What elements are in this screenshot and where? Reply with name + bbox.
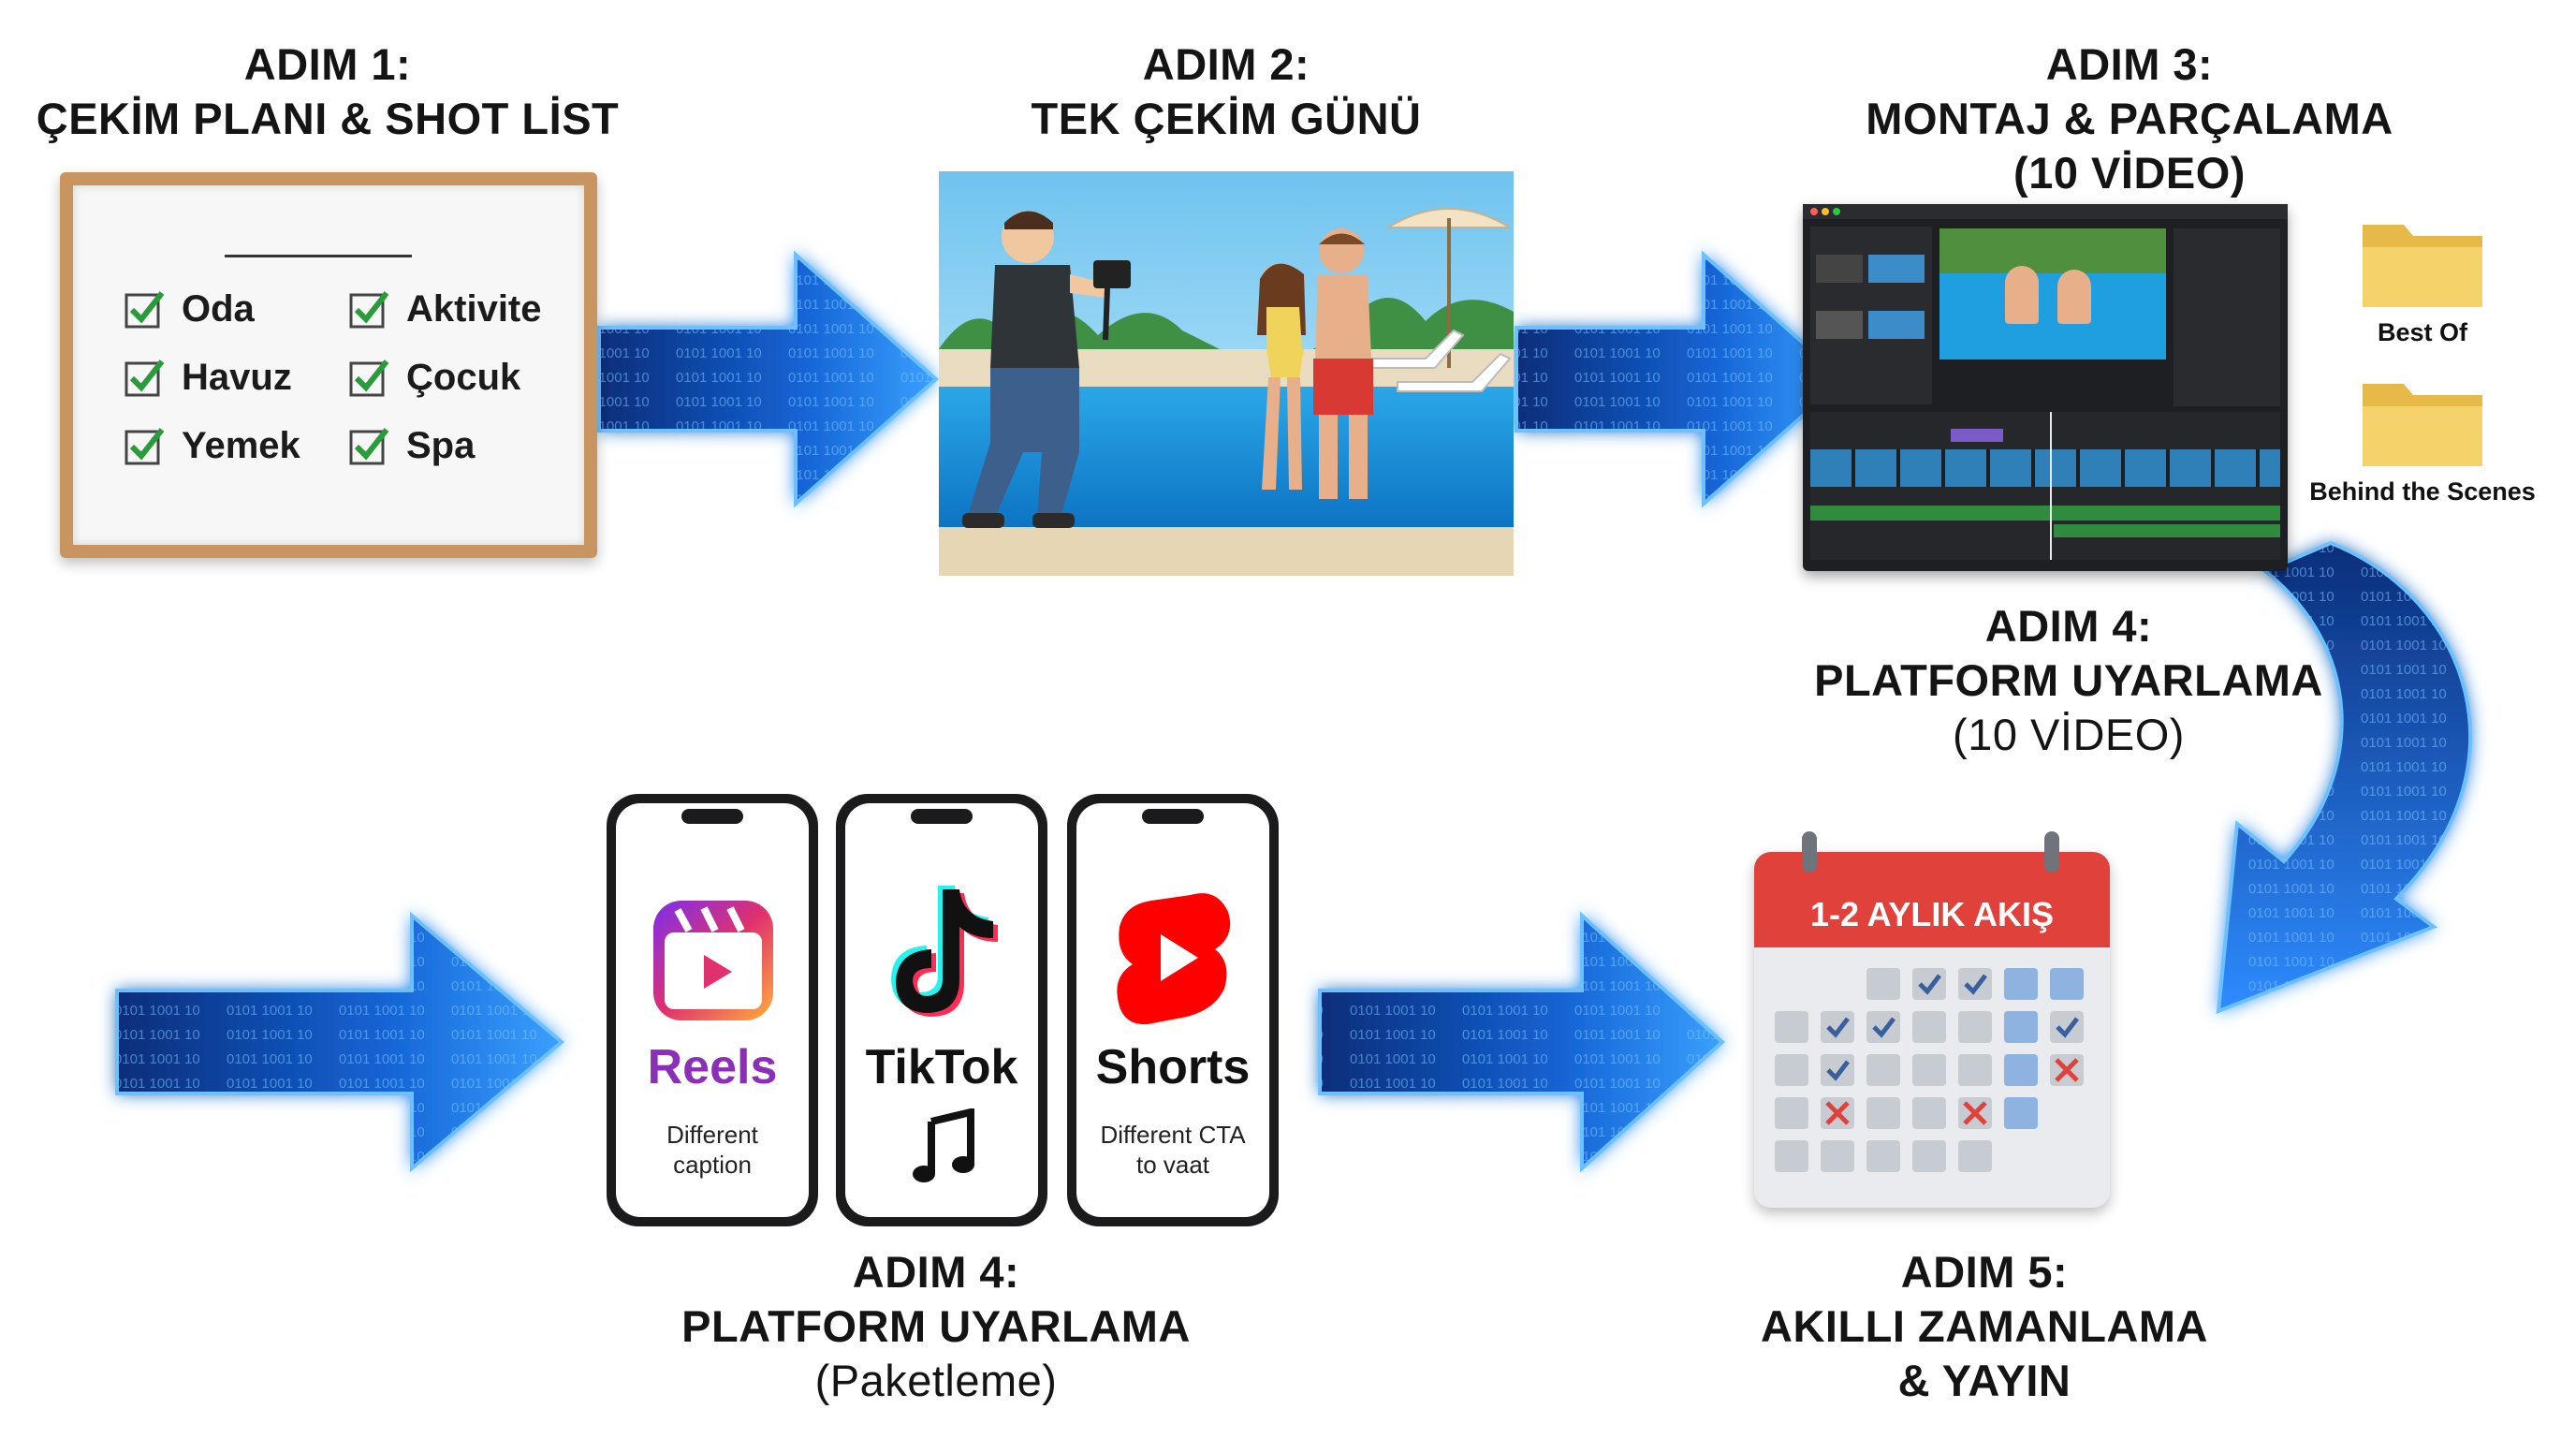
music-note-icon [913,1108,974,1182]
preview-viewer [1939,228,2166,360]
folder-best-of-label: Best Of [2377,318,2468,346]
arrow-step3-to-step5-curved [2216,540,2472,1015]
checklist-item: Spa [348,425,475,467]
timeline-playhead[interactable] [2050,412,2052,560]
reels-label: Reels [647,1040,778,1094]
step4a-heading: PLATFORM UYARLAMA [1814,655,2323,705]
checklist-item: Oda [124,288,255,330]
step5-heading-line2: & YAYIN [1897,1356,2071,1405]
step4b-subheading: (Paketleme) [814,1356,1058,1405]
step5-label: ADIM 5: [1900,1247,2069,1297]
calendar-grid [1775,968,2084,1172]
board-surface: Oda Havuz Yemek Aktivite Çocuk Spa [73,185,584,545]
step5-title: ADIM 5: AKILLI ZAMANLAMA & YAYIN [1666,1245,2303,1408]
minimize-dot-icon [1822,208,1829,215]
tiktok-label: TikTok [865,1040,1018,1094]
calendar-header-label: 1-2 AYLIK AKIŞ [1809,895,2055,933]
arrow-phones-to-calendar [1318,911,1725,1173]
couple-figures [1257,228,1373,499]
checkbox-icon [349,427,389,464]
phone-tiktok: TikTok [836,794,1047,1226]
step2-heading: TEK ÇEKİM GÜNÜ [1031,94,1422,143]
calendar-check-marks [1826,974,2079,1081]
checkbox-icon [124,290,165,328]
step3-heading: MONTAJ & PARÇALAMA [1866,94,2393,143]
reels-caption: Different caption [666,1121,758,1179]
step3-title: ADIM 3: MONTAJ & PARÇALAMA (10 VİDEO) [1778,37,2481,200]
step1-title: ADIM 1: ÇEKİM PLANI & SHOT LİST [28,37,627,146]
checklist-item: Yemek [124,425,300,467]
inspector-panel [2174,228,2280,406]
shorts-label: Shorts [1095,1040,1251,1094]
tiktok-icon [891,886,998,1017]
video-editor-window [1803,204,2288,571]
phone-notch [681,809,743,824]
checkbox-icon [349,359,389,396]
calendar-ring [2044,831,2059,873]
shooting-day-illustration [939,171,1514,576]
folder-icon [2363,225,2482,307]
reels-icon [653,901,773,1020]
timeline-audio-track [1810,506,2280,521]
checklist-item: Aktivite [348,288,542,330]
step4b-title: ADIM 4: PLATFORM UYARLAMA (Paketleme) [608,1245,1264,1408]
timeline-audio-track-2 [2054,524,2280,537]
phone-notch [911,809,973,824]
phone-notch [1142,809,1204,824]
step2-title: ADIM 2: TEK ÇEKİM GÜNÜ [936,37,1516,146]
timeline-clip-tag [1951,429,2003,442]
board-line [225,255,412,257]
calendar-icon: 1-2 AYLIK AKIŞ [1754,852,2110,1208]
checklist-item-label: Aktivite [406,288,542,330]
checklist-item: Havuz [124,357,292,399]
cameraman-figure [962,211,1131,528]
checklist-item: Çocuk [348,357,520,399]
shorts-caption: Different CTA to vaat [1100,1121,1246,1179]
camera-icon [1093,260,1131,288]
phone-reels: Reels Different caption [607,794,818,1226]
step4b-heading: PLATFORM UYARLAMA [681,1301,1191,1351]
editor-titlebar [1803,204,2288,219]
step1-heading: ÇEKİM PLANI & SHOT LİST [36,94,620,143]
media-browser-panel [1810,227,1932,404]
maximize-dot-icon [1833,208,1840,215]
timeline-panel [1810,412,2280,560]
folder-icon [2363,384,2482,466]
shorts-icon [1117,893,1231,1025]
step3-label: ADIM 3: [2045,39,2214,89]
step4a-label: ADIM 4: [1984,601,2153,651]
timeline-video-track [1810,449,2280,487]
checklist-item-label: Yemek [182,425,300,466]
close-dot-icon [1810,208,1818,215]
step3-subheading: (10 VİDEO) [2013,148,2246,198]
checklist-board: Oda Havuz Yemek Aktivite Çocuk Spa [60,172,597,558]
checklist-item-label: Havuz [182,357,292,398]
calendar-cells [1775,968,2084,1172]
step4a-subheading: (10 VİDEO) [1953,710,2185,759]
checkbox-icon [349,290,389,328]
checklist-item-label: Oda [182,288,255,330]
step1-label: ADIM 1: [243,39,412,89]
arrow-step2-to-step3 [1515,250,1848,508]
calendar-x-marks [1825,1058,2079,1125]
checklist-item-label: Çocuk [406,357,521,398]
step2-label: ADIM 2: [1142,39,1310,89]
checklist-item-label: Spa [406,425,476,466]
step4a-title: ADIM 4: PLATFORM UYARLAMA (10 VİDEO) [1750,599,2387,762]
step5-heading: AKILLI ZAMANLAMA [1761,1301,2208,1351]
phone-shorts: Shorts Different CTA to vaat [1067,794,1279,1226]
arrow-into-phones [115,911,565,1173]
folder-behind-scenes-label: Behind the Scenes [2309,477,2536,506]
calendar-ring [1802,831,1817,873]
checkbox-icon [124,427,165,464]
step4b-label: ADIM 4: [852,1247,1020,1297]
checkbox-icon [124,359,165,396]
arrow-step1-to-step2 [597,250,940,508]
